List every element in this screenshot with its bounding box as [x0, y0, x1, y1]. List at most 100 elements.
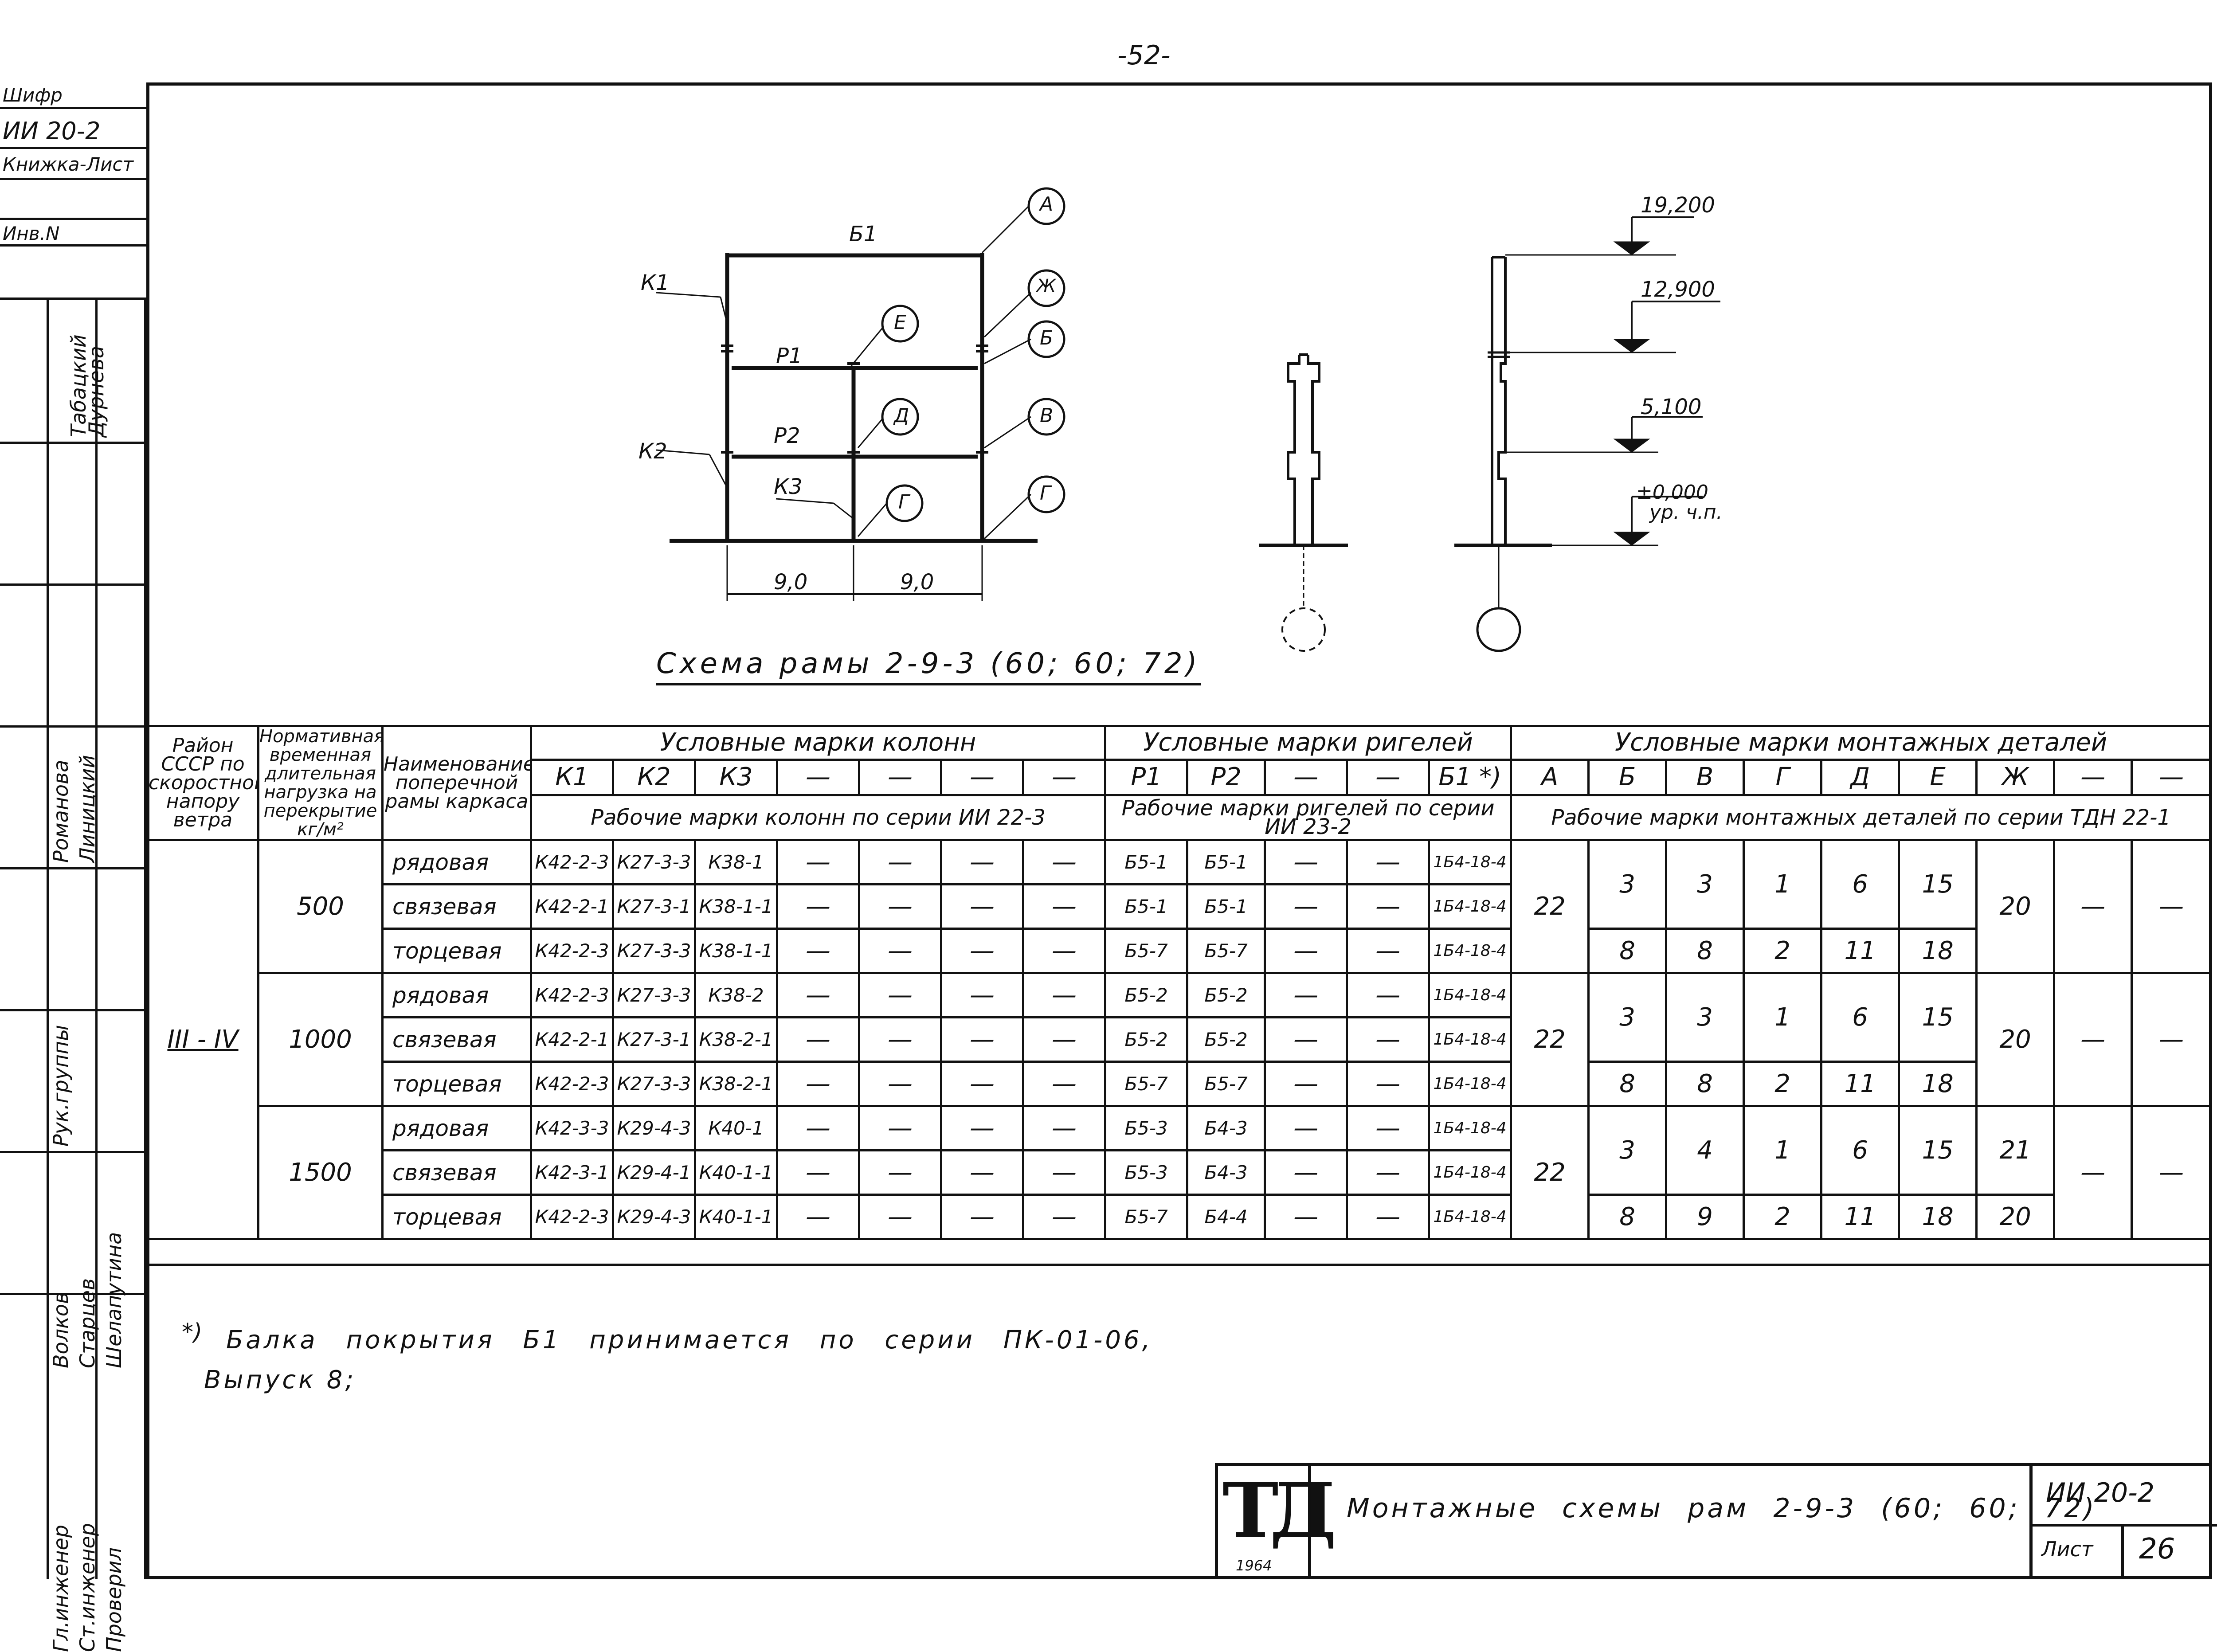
- empty-dash-cell: —: [1264, 928, 1348, 974]
- title-block: ТД 1964 Монтажные схемы рам 2-9-3 (60; 6…: [1215, 1463, 2217, 1579]
- elevation-19200: 19,200: [1641, 193, 1715, 218]
- detail-top-cell: 3: [1587, 839, 1668, 930]
- left-signature-strip: Шифр ИИ 20-2 Книжка-Лист Инв.N Табацкий …: [0, 82, 146, 1652]
- rigel-mark-cell: Б5-2: [1186, 1016, 1266, 1063]
- column-mark-cell: К40-1: [694, 1105, 778, 1151]
- detail-a-cell: 22: [1510, 972, 1590, 1107]
- detail-top-cell: 3: [1665, 972, 1745, 1063]
- detail-top-cell: 1: [1743, 839, 1823, 930]
- detail-top-cell: 3: [1665, 839, 1745, 930]
- empty-dash-cell: —: [858, 1105, 942, 1151]
- header-column-marks: Условные марки колонн: [529, 725, 1107, 761]
- rigel-mark-cell: Б4-3: [1186, 1149, 1266, 1196]
- header-detail-marks: Условные марки монтажных деталей: [1510, 725, 2213, 761]
- det-mark-v: В: [1665, 758, 1745, 797]
- column-mark-cell: К42-2-3: [530, 839, 614, 885]
- beam-b1-cell: 1Б4-18-4: [1428, 972, 1512, 1018]
- empty-dash-cell: —: [1264, 1194, 1348, 1240]
- empty-dash-cell: —: [776, 1149, 860, 1196]
- empty-dash-cell: —: [1346, 1016, 1430, 1063]
- load-cell: 1500: [257, 1105, 384, 1240]
- rigel-mark-cell: Б5-3: [1104, 1149, 1189, 1196]
- det-mark-zh: Ж: [1975, 758, 2056, 797]
- empty-dash-cell: —: [1346, 883, 1430, 930]
- rigel-mark-cell: Б5-7: [1186, 928, 1266, 974]
- detail-top-cell: 3: [1587, 972, 1668, 1063]
- beam-b1-cell: 1Б4-18-4: [1428, 1149, 1512, 1196]
- empty-dash-cell: —: [1346, 928, 1430, 974]
- detail-top-cell: 3: [1587, 1105, 1668, 1196]
- empty-dash-cell: —: [940, 839, 1024, 885]
- sheet-label: Лист: [2041, 1537, 2093, 1561]
- label-r2: Р2: [774, 423, 800, 448]
- rig-mark-r1: Р1: [1104, 758, 1189, 797]
- column-mark-cell: К27-3-3: [612, 1061, 696, 1107]
- rig-mark-empty: —: [1346, 758, 1430, 797]
- detail-top-cell: 4: [1665, 1105, 1745, 1196]
- empty-dash-cell: —: [776, 1016, 860, 1063]
- rigel-mark-cell: Б5-1: [1186, 883, 1266, 930]
- column-mark-cell: К29-4-3: [612, 1105, 696, 1151]
- column-mark-cell: К38-2-1: [694, 1016, 778, 1063]
- separator-line: [146, 1264, 2212, 1266]
- col-mark-k1: К1: [530, 758, 614, 797]
- empty-dash-cell: —: [1022, 883, 1107, 930]
- axis-label-b: Б: [1040, 327, 1054, 349]
- strip-label-code: ИИ 20-2: [3, 117, 101, 145]
- beam-b1-cell: 1Б4-18-4: [1428, 883, 1512, 930]
- column-mark-cell: К42-2-3: [530, 1061, 614, 1107]
- strip-label-book: Книжка-Лист: [3, 153, 134, 175]
- label-k1: К1: [641, 270, 670, 295]
- rigel-mark-cell: Б5-2: [1104, 972, 1189, 1018]
- axis-label-g2: Г: [898, 491, 909, 513]
- frame-name-cell: связевая: [381, 1016, 532, 1063]
- empty-dash-cell: —: [2131, 839, 2213, 974]
- detail-bottom-cell: 9: [1665, 1194, 1745, 1240]
- empty-dash-cell: —: [858, 839, 942, 885]
- col-mark-empty: —: [940, 758, 1024, 797]
- column-mark-cell: К42-3-3: [530, 1105, 614, 1151]
- code-box: ИИ 20-2 Лист 26: [2029, 1466, 2217, 1579]
- column-mark-cell: К38-1-1: [694, 883, 778, 930]
- empty-dash-cell: —: [1022, 1016, 1107, 1063]
- header-detail-work-marks: Рабочие марки монтажных деталей по серии…: [1510, 794, 2213, 841]
- scheme-caption: Схема рамы 2-9-3 (60; 60; 72): [656, 647, 1201, 685]
- column-mark-cell: К27-3-3: [612, 839, 696, 885]
- empty-dash-cell: —: [1346, 1061, 1430, 1107]
- detail-top-cell: 1: [1743, 972, 1823, 1063]
- detail-bottom-cell: 8: [1665, 928, 1745, 974]
- empty-dash-cell: —: [776, 1061, 860, 1107]
- detail-bottom-cell: 18: [1898, 1061, 1978, 1107]
- empty-dash-cell: —: [1022, 928, 1107, 974]
- signer-role-senior: Ст.инженер: [75, 1523, 99, 1652]
- signer-name-3: Романова: [49, 759, 73, 863]
- load-cell: 500: [257, 839, 384, 974]
- marks-table: Район СССР по скоростному напору ветра Н…: [146, 725, 2213, 1240]
- signer-role-chief: Гл.инженер: [49, 1525, 73, 1652]
- signer-role-check: Проверил: [102, 1547, 126, 1652]
- column-mark-cell: К27-3-3: [612, 972, 696, 1018]
- beam-b1-cell: 1Б4-18-4: [1428, 928, 1512, 974]
- empty-dash-cell: —: [1022, 972, 1107, 1018]
- empty-dash-cell: —: [1264, 883, 1348, 930]
- detail-zh-cell: 21: [1975, 1105, 2056, 1196]
- label-r1: Р1: [776, 344, 803, 368]
- beam-b1-cell: 1Б4-18-4: [1428, 1194, 1512, 1240]
- rigel-mark-cell: Б5-1: [1104, 839, 1189, 885]
- column-mark-cell: К38-1-1: [694, 928, 778, 974]
- empty-dash-cell: —: [776, 1105, 860, 1151]
- axis-label-zh: Ж: [1037, 276, 1056, 296]
- column-mark-cell: К42-3-1: [530, 1149, 614, 1196]
- empty-dash-cell: —: [858, 1194, 942, 1240]
- empty-dash-cell: —: [940, 1105, 1024, 1151]
- frame-name-cell: рядовая: [381, 1105, 532, 1151]
- header-region: Район СССР по скоростному напору ветра: [146, 725, 259, 841]
- empty-dash-cell: —: [858, 972, 942, 1018]
- rigel-mark-cell: Б4-4: [1186, 1194, 1266, 1240]
- detail-top-cell: 15: [1898, 972, 1978, 1063]
- column-mark-cell: К38-1: [694, 839, 778, 885]
